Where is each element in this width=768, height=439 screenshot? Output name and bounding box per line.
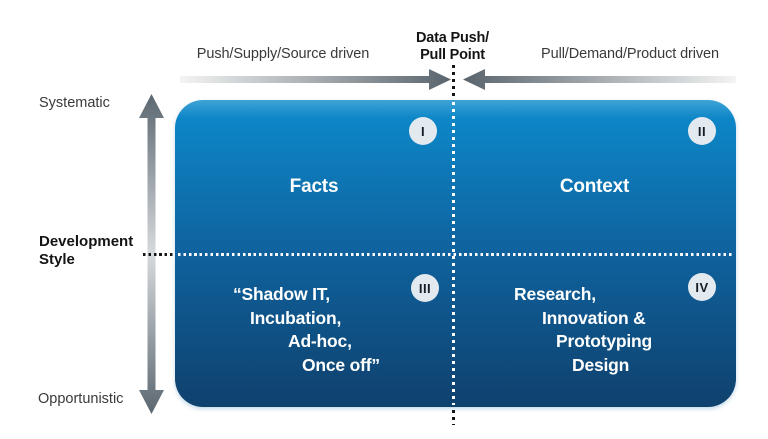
quadrant-2-title: Context bbox=[559, 176, 630, 197]
quadrant-2-numeral-badge: II bbox=[688, 117, 716, 145]
quadrant-4-line: Design bbox=[572, 354, 630, 375]
quadrant-1-numeral-badge: I bbox=[409, 117, 437, 145]
quadrant-4-line: Research, bbox=[514, 284, 596, 304]
style-line: Style bbox=[39, 251, 75, 268]
quadrant-3-line: Ad-hoc, bbox=[288, 331, 352, 351]
development-style-label: Development Style bbox=[39, 233, 133, 269]
center-dotted-line-top bbox=[452, 65, 455, 98]
quadrant-1-title: Facts bbox=[289, 176, 339, 197]
quadrant-4-line: Innovation & bbox=[542, 307, 646, 328]
pull-driven-left-arrow-icon bbox=[463, 69, 736, 90]
data-push-line: Data Push/ bbox=[416, 30, 489, 46]
development-line: Development bbox=[39, 233, 134, 250]
middle-dotted-line-inside bbox=[178, 253, 732, 256]
pull-demand-product-label: Pull/Demand/Product driven bbox=[541, 46, 719, 62]
quadrant-3-numeral-badge: III bbox=[411, 274, 439, 302]
quadrant-4-numeral-badge: IV bbox=[688, 273, 716, 301]
data-push-pull-point-label: Data Push/ Pull Point bbox=[392, 30, 513, 64]
quadrant-4-line: Prototyping bbox=[556, 331, 652, 351]
quadrant-3-line: “Shadow IT, bbox=[233, 284, 330, 304]
quadrant-3-line: Incubation, bbox=[250, 307, 342, 328]
quadrant-4-text: Research, Innovation & Prototyping Desig… bbox=[514, 283, 652, 377]
push-supply-source-label: Push/Supply/Source driven bbox=[196, 46, 370, 62]
opportunistic-label: Opportunistic bbox=[38, 391, 124, 407]
center-dotted-line-bottom bbox=[452, 410, 455, 425]
quadrant-3-text: “Shadow IT, Incubation, Ad-hoc, Once off… bbox=[233, 283, 380, 377]
systematic-label: Systematic bbox=[39, 95, 110, 111]
pull-point-line: Pull Point bbox=[420, 47, 485, 63]
middle-dotted-line-left bbox=[143, 253, 173, 256]
quadrant-3-line: Once off” bbox=[302, 354, 380, 375]
push-driven-right-arrow-icon bbox=[180, 69, 451, 90]
